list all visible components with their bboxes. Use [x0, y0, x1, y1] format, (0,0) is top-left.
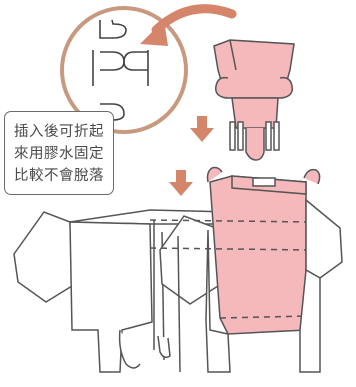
- instruction-line-2: 來用膠水固定: [14, 146, 104, 162]
- instruction-line-3: 比較不會脫落: [14, 168, 104, 184]
- tab-detail-icon: [92, 19, 149, 121]
- down-arrow-icon: [169, 170, 193, 196]
- down-arrow-icon: [190, 116, 214, 142]
- head-piece: [213, 39, 295, 161]
- instruction-line-1: 插入後可折起: [14, 124, 104, 140]
- curved-arrow-icon: [140, 4, 237, 46]
- elephant-body: [13, 166, 343, 373]
- instruction-note: 插入後可折起 來用膠水固定 比較不會脫落: [4, 111, 114, 195]
